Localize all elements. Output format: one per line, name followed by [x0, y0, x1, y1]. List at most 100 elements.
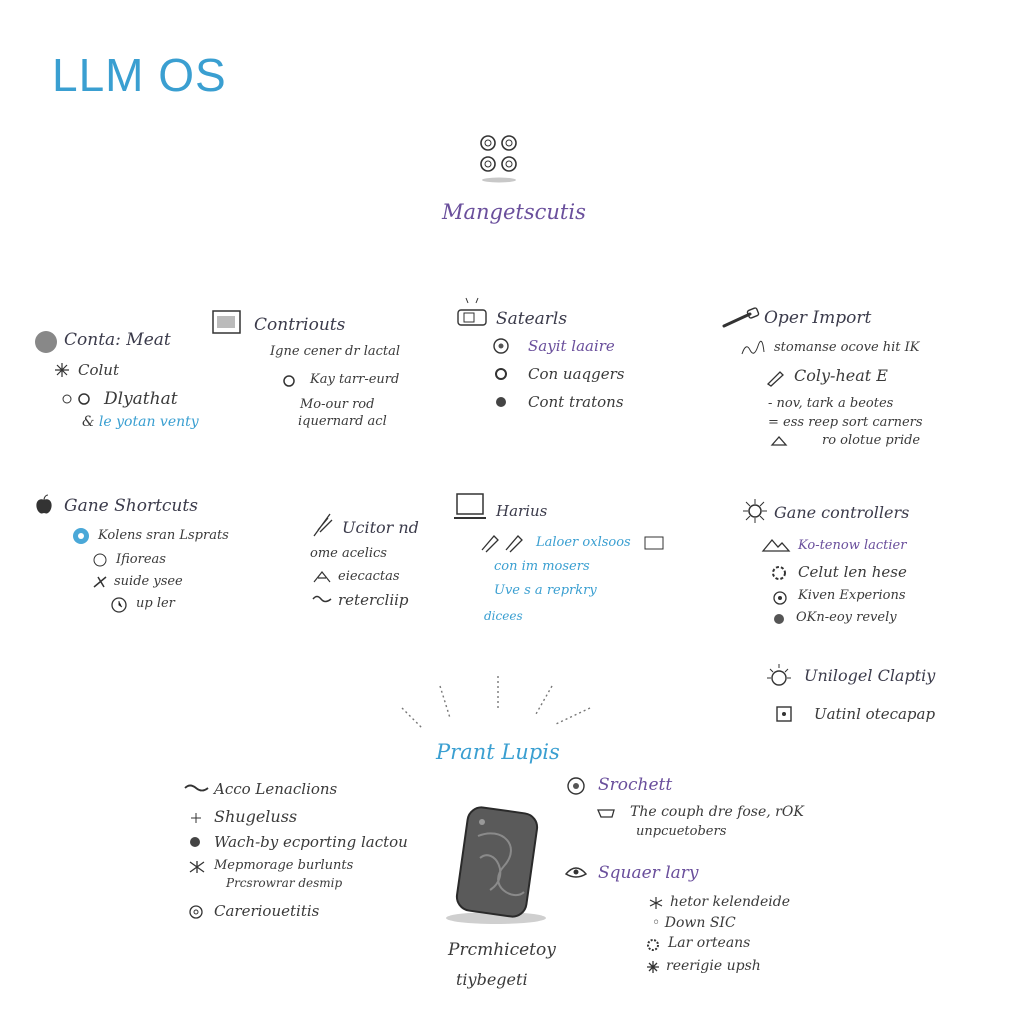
radiating-rays	[401, 676, 591, 729]
circle-icon	[283, 375, 295, 387]
bullet-icon	[191, 813, 201, 823]
section-item: up ler	[136, 596, 175, 611]
cart-icon	[597, 809, 615, 818]
section-item: Colut	[78, 361, 119, 379]
swirl-icon	[189, 905, 203, 919]
section-item: Ifioreas	[116, 552, 166, 567]
section-item: suide ysee	[114, 574, 183, 589]
section-item: The couph dre fose, rOK	[630, 804, 804, 820]
laptop-icon	[454, 493, 486, 519]
section-item: con im mosers	[494, 559, 590, 574]
section-item: Lar orteans	[668, 935, 751, 951]
flower-icon	[772, 566, 786, 580]
section-item: unpcuetobers	[636, 824, 727, 839]
link-icon	[312, 595, 332, 603]
spark-icon	[647, 961, 659, 973]
section-item: Kolens sran Lsprats	[98, 528, 229, 543]
smiley-icon	[493, 338, 509, 354]
blob-icon	[35, 331, 57, 353]
usb-cable-icon	[722, 307, 760, 328]
apple-icon	[36, 494, 52, 514]
hands-icon	[481, 535, 523, 553]
square-icon	[776, 706, 792, 722]
section-item: OKn-eoy revely	[796, 610, 897, 625]
display-icon	[457, 297, 487, 326]
section-item: Sayit laaire	[528, 337, 615, 355]
section-item: ◦ Down SIC	[652, 915, 736, 931]
ring-icon	[495, 368, 507, 380]
section-item: hetor kelendeide	[670, 894, 791, 910]
pencil-icon	[766, 371, 784, 387]
section-title: Acco Lenaclions	[214, 780, 338, 798]
section-item: reerigie upsh	[666, 958, 761, 974]
blue-badge-icon	[73, 528, 89, 544]
section-item: retercliip	[338, 591, 409, 609]
card-icon	[644, 536, 664, 550]
star-icon	[649, 897, 663, 909]
section-item: eiecactas	[338, 569, 400, 584]
section-title: Unilogel Claptiy	[804, 666, 936, 685]
section-item: Laloer oxlsoos	[536, 535, 631, 550]
section-item: Igne cener dr lactal	[270, 344, 401, 359]
section-item: stomanse ocove hit IK	[774, 340, 920, 355]
sun-gear-icon	[743, 499, 767, 523]
section-item: Dlyathat	[104, 389, 178, 409]
section-title: Ucitor nd	[342, 518, 419, 537]
section-item: Celut len hese	[798, 563, 907, 581]
gear-icon	[496, 397, 506, 407]
section-title: Harius	[496, 502, 548, 520]
section-item: & le yotan venty	[82, 414, 199, 430]
device-caption: Prcmhicetoy	[448, 940, 556, 960]
section-item: Shugeluss	[214, 807, 298, 826]
triangle-icon	[770, 436, 788, 446]
section-item: Uve s a reprkry	[494, 583, 597, 598]
scroll-icon	[184, 784, 209, 792]
section-item: Kay tarr-eurd	[310, 372, 400, 387]
section-item: iquernard acl	[298, 414, 387, 429]
page-title: LLM OS	[52, 49, 227, 101]
section-item: ome acelics	[310, 546, 387, 561]
hub-cluster-icon	[480, 135, 517, 183]
section-item: Ko-tenow lactier	[798, 538, 907, 553]
section-title: Squaer lary	[598, 863, 699, 883]
sparkle-icon	[55, 363, 69, 377]
section-item: = ess reep sort carners	[768, 415, 923, 430]
mask-icon	[564, 867, 588, 878]
bug-icon	[189, 861, 205, 873]
section-title: Oper Import	[764, 308, 872, 328]
device-caption: tiybegeti	[456, 970, 528, 989]
section-title: Conta: Meat	[64, 330, 171, 350]
dot-icon	[774, 614, 784, 624]
section-title: Contriouts	[254, 315, 346, 335]
gear-icon	[647, 939, 659, 951]
bulb-icon	[767, 664, 791, 686]
section-item: Mepmorage burlunts	[214, 858, 354, 873]
section-title: Gane controllers	[774, 503, 910, 522]
face-icon	[93, 553, 107, 567]
game-device-icon	[446, 806, 546, 924]
feather-icon	[313, 513, 333, 537]
section-item: Careriouetitis	[214, 902, 320, 920]
dual-dot-icon	[62, 393, 90, 405]
mountain-icon	[761, 538, 791, 552]
window-icon	[212, 310, 241, 334]
scribble-icon	[741, 340, 765, 355]
section-title: Gane Shortcuts	[64, 496, 198, 516]
coin-icon	[190, 837, 200, 847]
section-item: - nov, tark a beotes	[768, 396, 894, 411]
target-icon	[773, 591, 787, 605]
section-item: Wach-by ecporting lactou	[214, 833, 408, 851]
section-item: Kiven Experions	[798, 588, 906, 603]
section-title: Satearls	[496, 309, 568, 329]
section-item: Mo-our rod	[300, 397, 375, 412]
section-item: Prcsrowrar desmip	[226, 876, 343, 890]
section-item: dicees	[484, 609, 523, 623]
compass-icon	[567, 777, 585, 795]
section-item: Coly-heat E	[794, 366, 888, 385]
section-item: Cont tratons	[528, 393, 624, 411]
tool-icon	[93, 576, 107, 588]
section-item: Uatinl otecapap	[814, 705, 936, 723]
sprout-icon	[313, 571, 331, 583]
section-title: Srochett	[598, 775, 673, 795]
section-item: ro olotue pride	[822, 433, 921, 448]
